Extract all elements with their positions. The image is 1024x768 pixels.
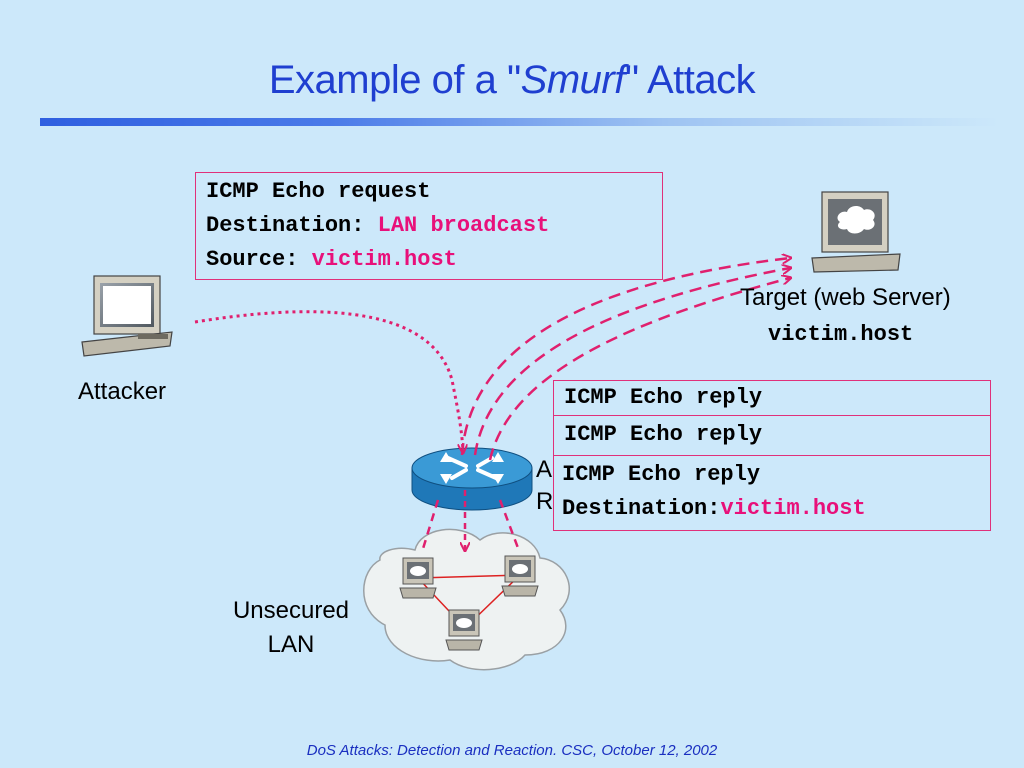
- lan-host-icon: [399, 557, 437, 599]
- router-label-partial: A: [536, 456, 553, 483]
- icmp-request-box: ICMP Echo request Destination: LAN broad…: [195, 172, 663, 280]
- title-underline: [40, 118, 1000, 126]
- request-destination: Destination: LAN broadcast: [206, 213, 550, 238]
- reply-arrow: [473, 268, 790, 456]
- lan-host-icon: [501, 555, 539, 597]
- reply-link: [420, 499, 440, 553]
- reply-destination: Destination:victim.host: [562, 496, 866, 521]
- icmp-reply-box: ICMP Echo reply: [553, 415, 991, 457]
- reply-link: [498, 499, 520, 549]
- target-host: victim.host: [768, 322, 914, 347]
- footer: DoS Attacks: Detection and Reaction. CSC…: [306, 742, 718, 759]
- target-label: Target (web Server): [740, 284, 951, 311]
- attacker-computer-icon: [81, 275, 173, 357]
- reply-arrow: [460, 258, 790, 456]
- lan-host-icon: [445, 609, 483, 651]
- attacker-label: Attacker: [78, 378, 167, 405]
- icmp-reply-box: ICMP Echo reply: [553, 380, 991, 416]
- lan-label: Unsecured LAN: [232, 597, 350, 658]
- request-source: Source: victim.host: [206, 247, 457, 272]
- icmp-reply-box: ICMP Echo reply Destination:victim.host: [553, 455, 991, 531]
- reply-arrow: [488, 278, 790, 461]
- attack-path: [194, 310, 463, 452]
- request-line: ICMP Echo request: [206, 179, 431, 204]
- router-label-partial: R: [536, 488, 554, 515]
- target-server-icon: [811, 191, 901, 273]
- router-icon: [411, 447, 533, 511]
- page-title: Example of a "Smurf" Attack: [268, 58, 756, 102]
